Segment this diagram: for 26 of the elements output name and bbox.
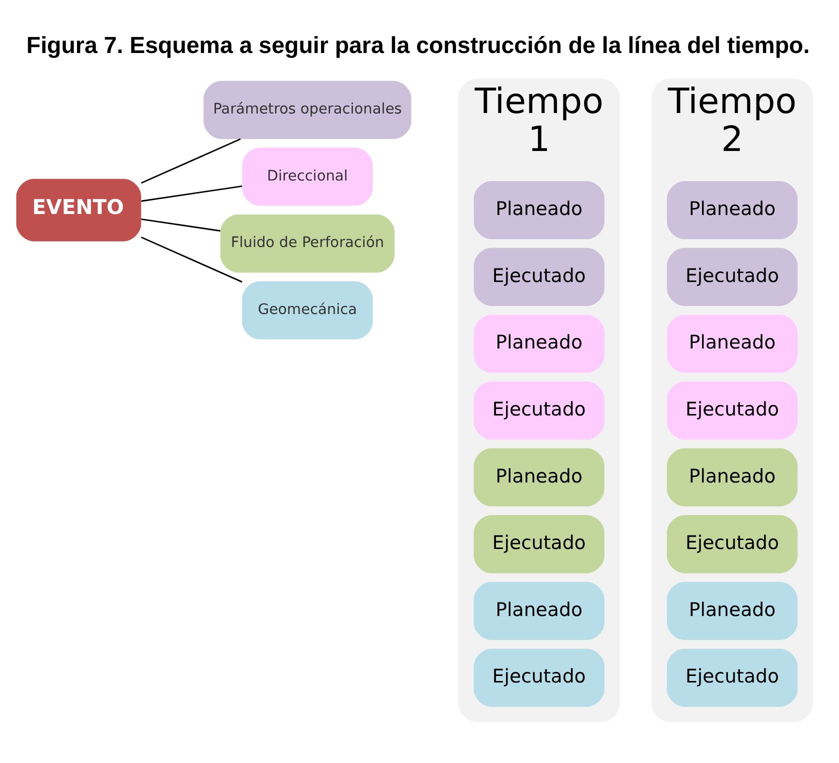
node-box: Planeado: [666, 181, 798, 240]
node-box: Fluido de Perforación: [220, 214, 394, 273]
node-box: Planeado: [473, 448, 604, 506]
node-box: Ejecutado: [473, 648, 604, 707]
connector: [140, 185, 242, 202]
node-box: Planeado: [666, 448, 798, 506]
node-box: Ejecutado: [473, 248, 604, 306]
connector: [140, 236, 242, 283]
diagram-title: Figura 7. Esquema a seguir para la construcción de la línea del tiempo.: [26, 32, 810, 58]
node-box: Direccional: [242, 148, 372, 206]
connector: [140, 218, 220, 232]
node-box: Ejecutado: [666, 515, 798, 574]
node-box: Planeado: [666, 314, 798, 373]
node-box: Planeado: [473, 181, 604, 240]
node-box: Ejecutado: [666, 648, 798, 707]
node-box: Ejecutado: [666, 248, 798, 306]
node-box: Ejecutado: [666, 382, 798, 440]
node-box: Parámetros operacionales: [203, 80, 411, 139]
node-box: Geomecánica: [242, 281, 372, 340]
connector: [140, 138, 240, 184]
node-box: Ejecutado: [473, 515, 604, 574]
node-box: Planeado: [666, 582, 798, 640]
node-box: Ejecutado: [473, 382, 604, 440]
node-box: EVENTO: [16, 178, 141, 242]
node-box: Planeado: [473, 582, 604, 640]
node-box: Planeado: [473, 314, 604, 373]
